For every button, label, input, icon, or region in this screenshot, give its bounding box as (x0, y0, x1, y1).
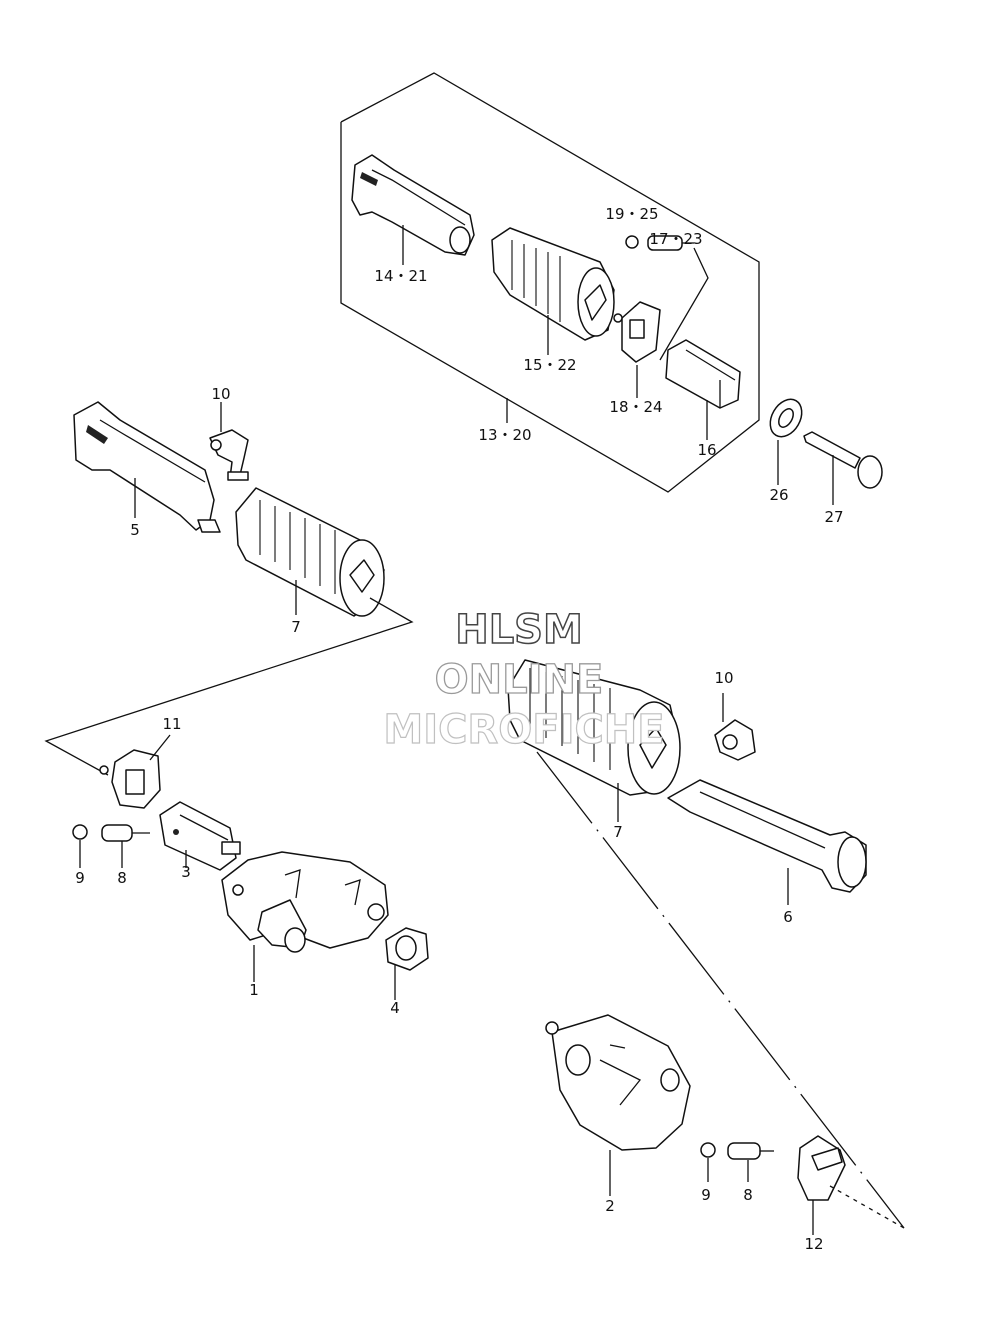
label-6: 6 (783, 908, 793, 926)
label-27: 27 (824, 508, 844, 526)
label-17-23: 17・23 (649, 230, 703, 248)
label-18-24: 18・24 (609, 398, 663, 416)
label-9-right: 9 (701, 1186, 711, 1204)
label-10-right: 10 (714, 669, 734, 687)
label-10-left: 10 (211, 385, 231, 403)
watermark-line-2: ONLINE (434, 657, 604, 703)
part-6 (667, 779, 867, 893)
label-19-25: 19・25 (605, 205, 659, 223)
part-18-24 (613, 301, 661, 363)
label-3: 3 (181, 863, 191, 881)
part-9-left (72, 824, 88, 840)
label-9-left: 9 (75, 869, 85, 887)
label-13-20: 13・20 (478, 426, 532, 444)
part-8-right (727, 1142, 774, 1160)
watermark-line-3: MICROFICHE (383, 707, 665, 753)
part-1 (221, 851, 389, 953)
label-1: 1 (249, 981, 259, 999)
label-11: 11 (162, 715, 182, 733)
part-14-21 (351, 154, 475, 256)
part-12 (797, 1135, 846, 1201)
part-3 (159, 801, 241, 871)
watermark-line-1: HLSM (454, 607, 583, 653)
kit-outline (340, 72, 760, 493)
part-10-left (209, 429, 249, 481)
label-8-left: 8 (117, 869, 127, 887)
label-4: 4 (390, 999, 400, 1017)
part-7-right (507, 659, 681, 796)
part-26 (769, 398, 803, 438)
label-12: 12 (804, 1235, 824, 1253)
label-7-right: 7 (613, 823, 623, 841)
part-7-upper (235, 487, 385, 617)
label-16: 16 (697, 441, 717, 459)
part-27 (803, 431, 883, 489)
part-8-left (101, 824, 150, 842)
part-9-right (700, 1142, 716, 1158)
label-2: 2 (605, 1197, 615, 1215)
label-26: 26 (769, 486, 789, 504)
part-16 (665, 339, 741, 409)
part-4 (385, 927, 429, 971)
label-14-21: 14・21 (374, 267, 428, 285)
part-11 (99, 749, 161, 809)
part-15-22 (491, 227, 615, 341)
part-19-25 (625, 235, 639, 249)
label-7-upper: 7 (291, 618, 301, 636)
label-5: 5 (130, 521, 140, 539)
part-5 (73, 401, 221, 533)
part-17-23 (647, 235, 694, 251)
part-2 (545, 1014, 691, 1151)
part-10-right (714, 719, 756, 761)
label-8-right: 8 (743, 1186, 753, 1204)
label-15-22: 15・22 (523, 356, 577, 374)
